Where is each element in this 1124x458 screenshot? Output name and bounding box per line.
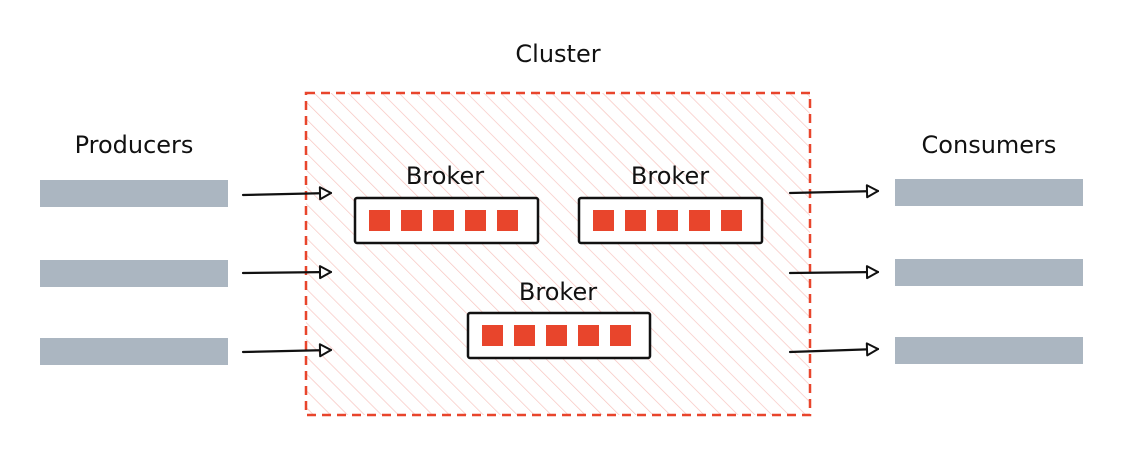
producer-arrow [241, 265, 333, 280]
partition-square [369, 210, 390, 231]
partition-square [482, 325, 503, 346]
partition-square [610, 325, 631, 346]
partition-square [578, 325, 599, 346]
partition-square [514, 325, 535, 346]
consumer-list [895, 179, 1083, 364]
partition-square [721, 210, 742, 231]
producer-arrow [241, 186, 333, 201]
producer-bar [40, 180, 228, 207]
partition-square [546, 325, 567, 346]
broker-label: Broker [631, 162, 709, 190]
partition-row [482, 325, 631, 346]
producer-bar [40, 338, 228, 365]
producers-title: Producers [75, 131, 194, 159]
consumer-arrow [788, 265, 880, 280]
broker: Broker [577, 162, 764, 245]
broker: Broker [466, 278, 652, 360]
partition-row [369, 210, 518, 231]
producer-arrows [241, 186, 333, 358]
broker-label: Broker [519, 278, 597, 306]
partition-square [497, 210, 518, 231]
cluster-title: Cluster [515, 40, 600, 68]
partition-row [593, 210, 742, 231]
cluster-border [304, 91, 812, 417]
producer-bar [40, 260, 228, 287]
cluster-region [304, 91, 812, 417]
broker: Broker [353, 162, 540, 245]
partition-square [465, 210, 486, 231]
partition-square [689, 210, 710, 231]
partition-square [433, 210, 454, 231]
partition-square [593, 210, 614, 231]
producer-arrow [241, 343, 333, 358]
consumer-bar [895, 337, 1083, 364]
consumer-arrow [788, 342, 880, 357]
broker-label: Broker [406, 162, 484, 190]
consumer-arrows [788, 184, 880, 357]
partition-square [625, 210, 646, 231]
cluster-hatch-fill [306, 93, 810, 415]
partition-square [657, 210, 678, 231]
producer-list [40, 180, 228, 365]
consumer-arrow [788, 184, 880, 199]
consumer-bar [895, 179, 1083, 206]
consumers-title: Consumers [922, 131, 1057, 159]
partition-square [401, 210, 422, 231]
consumer-bar [895, 259, 1083, 286]
